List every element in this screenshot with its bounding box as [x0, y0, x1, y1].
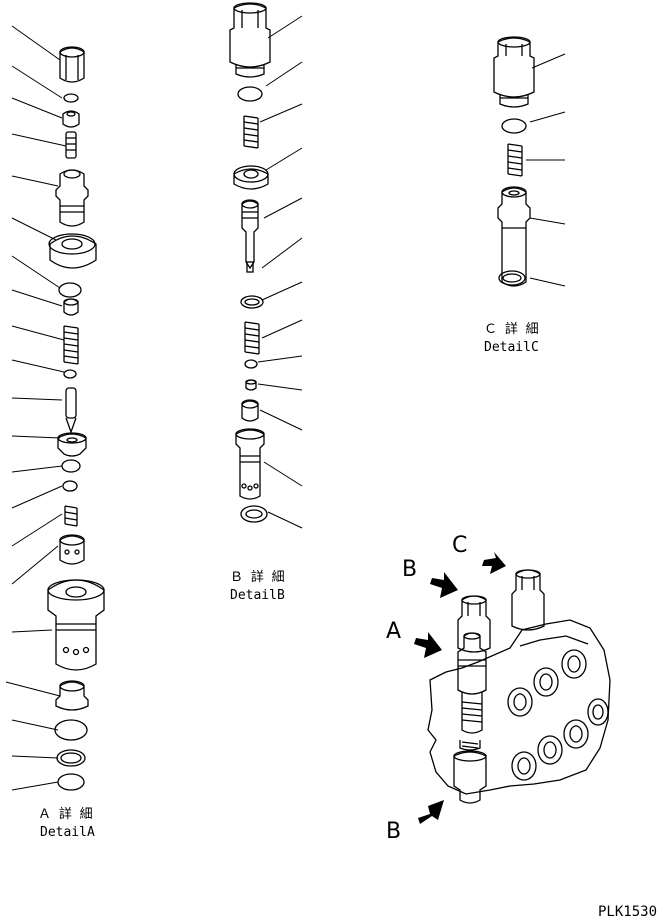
- detail-b-caption: DetailB: [230, 588, 285, 603]
- seal-a3: [57, 773, 85, 791]
- poppet-pin-a: [65, 387, 77, 434]
- o-ring-b1: [244, 359, 258, 369]
- spring-b2: [244, 321, 260, 355]
- lock-nut-a: [48, 233, 97, 269]
- cap-nut-c: [493, 36, 535, 108]
- detail-c-jp-caption: Ｃ 詳 細: [484, 321, 539, 337]
- detail-c-caption: DetailC: [484, 340, 539, 355]
- callout-arrows: [414, 552, 506, 824]
- seal-b1: [237, 86, 263, 102]
- seat-a: [57, 432, 87, 457]
- seal-c1: [501, 118, 527, 134]
- spring-a2: [64, 505, 78, 527]
- detail-a-caption: DetailA: [40, 825, 95, 840]
- detail-c-parts: [493, 36, 566, 287]
- detail-b-leaders: [257, 15, 303, 529]
- seal-b2: [240, 505, 268, 523]
- valve-body-b: [235, 428, 265, 500]
- drawing-code: PLK1530: [598, 904, 657, 918]
- o-ring-a2: [61, 459, 81, 473]
- nut-b: [233, 165, 269, 190]
- callout-a: A: [386, 619, 401, 644]
- o-ring-a1: [63, 93, 79, 103]
- callout-b-bottom: B: [386, 819, 401, 844]
- adjuster-plug-a: [55, 169, 89, 227]
- small-seat-b: [245, 379, 257, 391]
- cap-nut-b: [229, 2, 271, 78]
- poppet-b: [241, 399, 259, 422]
- valve-assembly-view: [427, 569, 611, 804]
- detail-a-leaders: [5, 25, 67, 791]
- valve-body-a: [47, 579, 105, 671]
- spool-b: [241, 199, 259, 273]
- detail-a-jp-caption: Ａ 詳 細: [38, 806, 93, 822]
- detail-b-parts: [229, 2, 303, 529]
- seal-a1: [58, 282, 82, 298]
- o-ring-a3: [62, 480, 78, 492]
- callout-c: C: [452, 533, 467, 558]
- backup-ring-a: [56, 749, 86, 767]
- arrow-c-icon: [482, 552, 506, 574]
- spring-a1: [63, 325, 79, 365]
- spring-c: [507, 143, 523, 177]
- plug-a: [55, 680, 89, 711]
- ring-b1: [240, 295, 264, 309]
- set-screw-a: [65, 131, 77, 159]
- arrow-a-icon: [414, 632, 442, 658]
- seal-a2: [54, 719, 88, 741]
- arrow-b-bottom-icon: [418, 800, 444, 824]
- detail-b-jp-caption: Ｂ 詳 細: [230, 569, 285, 585]
- spring-seat-a: [63, 298, 79, 316]
- cap-nut-a: [59, 46, 85, 83]
- detail-a-parts: [5, 25, 105, 791]
- spring-b1: [243, 115, 259, 149]
- detail-c-leaders: [526, 53, 566, 287]
- callout-b-top: B: [402, 557, 417, 582]
- sleeve-a: [59, 534, 85, 565]
- seal-c2: [498, 270, 526, 286]
- arrow-b-top-icon: [430, 572, 458, 598]
- nut-small-a: [62, 110, 80, 128]
- washer-a1: [63, 369, 77, 379]
